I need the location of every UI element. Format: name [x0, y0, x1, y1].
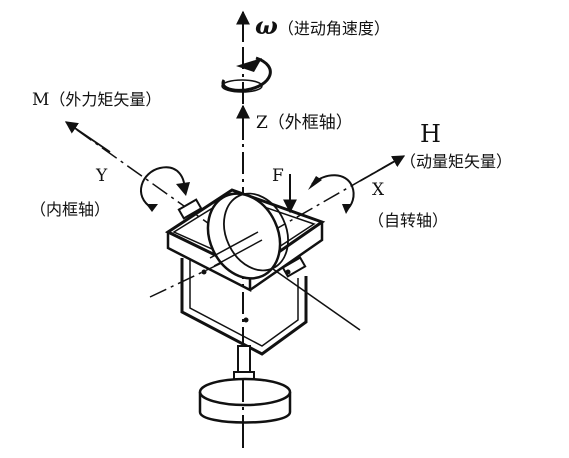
z-rotation-arrow [221, 56, 272, 93]
y-description: （内框轴） [30, 200, 111, 219]
z-label: Z（外框轴） [256, 113, 353, 133]
omega-description: （进动角速度） [277, 19, 390, 38]
h-symbol: H [420, 120, 441, 148]
x-description: （自转轴） [368, 211, 449, 230]
lower-bracket [180, 258, 308, 356]
f-label: F [272, 166, 284, 186]
m-label: M（外力矩矢量） [32, 92, 161, 109]
h-description: （动量矩矢量） [400, 152, 513, 171]
omega-symbol: ω [255, 11, 278, 40]
y-symbol: Y [96, 166, 108, 186]
y-rotation-arrow [140, 166, 190, 212]
m-symbol: M [32, 90, 50, 110]
rotor [206, 192, 289, 280]
stand-base [198, 345, 292, 448]
m-description: （外力矩矢量） [49, 90, 162, 109]
outer-frame [164, 188, 326, 293]
x-rotation-arrow [308, 174, 355, 214]
x-symbol: X [372, 180, 385, 200]
omega-label: ω（进动角速度） [255, 14, 390, 38]
